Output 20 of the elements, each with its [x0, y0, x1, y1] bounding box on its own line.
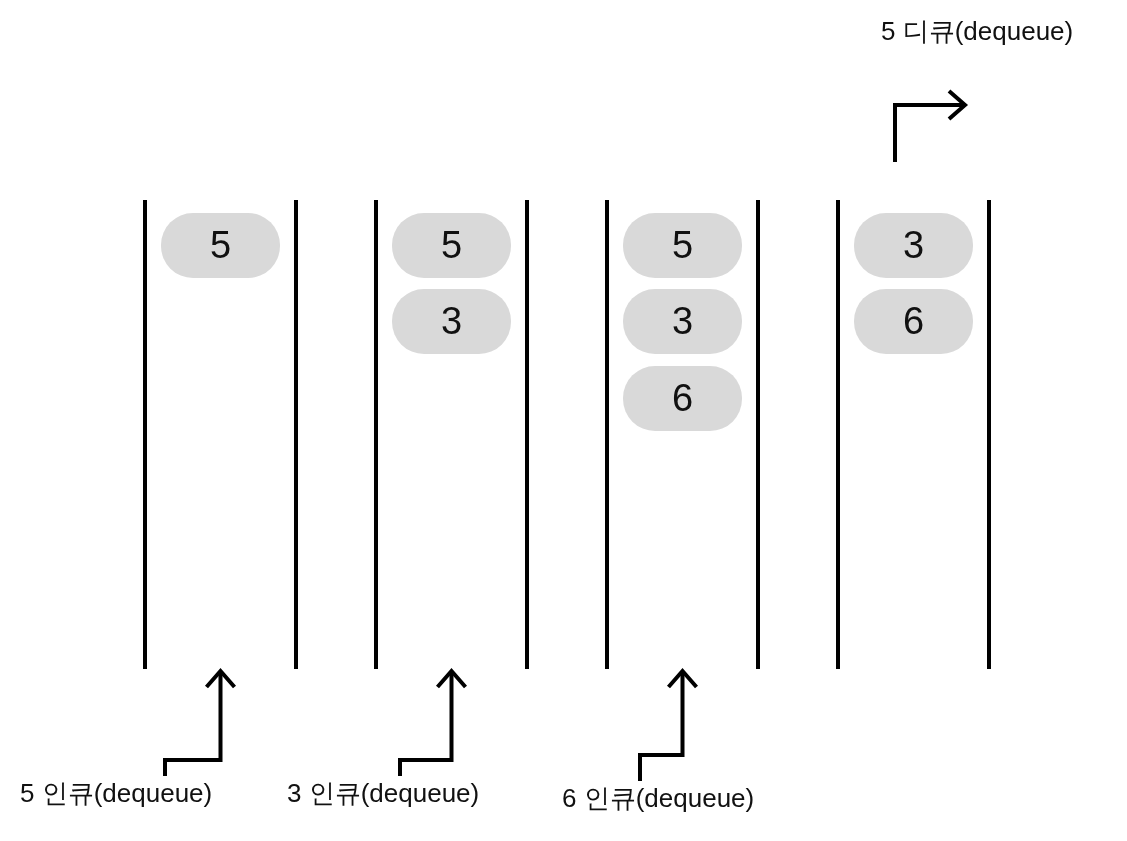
operation-label: 3 인큐(dequeue) [287, 776, 480, 811]
queue-item: 3 [392, 289, 511, 354]
queue-item: 5 [623, 213, 742, 278]
queue-tube [143, 200, 298, 669]
queue-item: 5 [392, 213, 511, 278]
operation-label: 6 인큐(dequeue) [562, 781, 755, 816]
operation-label: 5 인큐(dequeue) [20, 776, 213, 811]
enqueue-arrow [398, 669, 468, 776]
queue-item: 6 [854, 289, 973, 354]
queue-tube [605, 200, 760, 669]
queue-item: 5 [161, 213, 280, 278]
queue-item: 6 [623, 366, 742, 431]
dequeue-arrow [893, 89, 967, 162]
enqueue-arrow [163, 669, 237, 776]
queue-item: 3 [854, 213, 973, 278]
enqueue-arrow [638, 669, 699, 781]
operation-label: 5 디큐(dequeue) [881, 14, 1074, 49]
queue-item: 3 [623, 289, 742, 354]
queue-tube [836, 200, 991, 669]
queue-tube [374, 200, 529, 669]
